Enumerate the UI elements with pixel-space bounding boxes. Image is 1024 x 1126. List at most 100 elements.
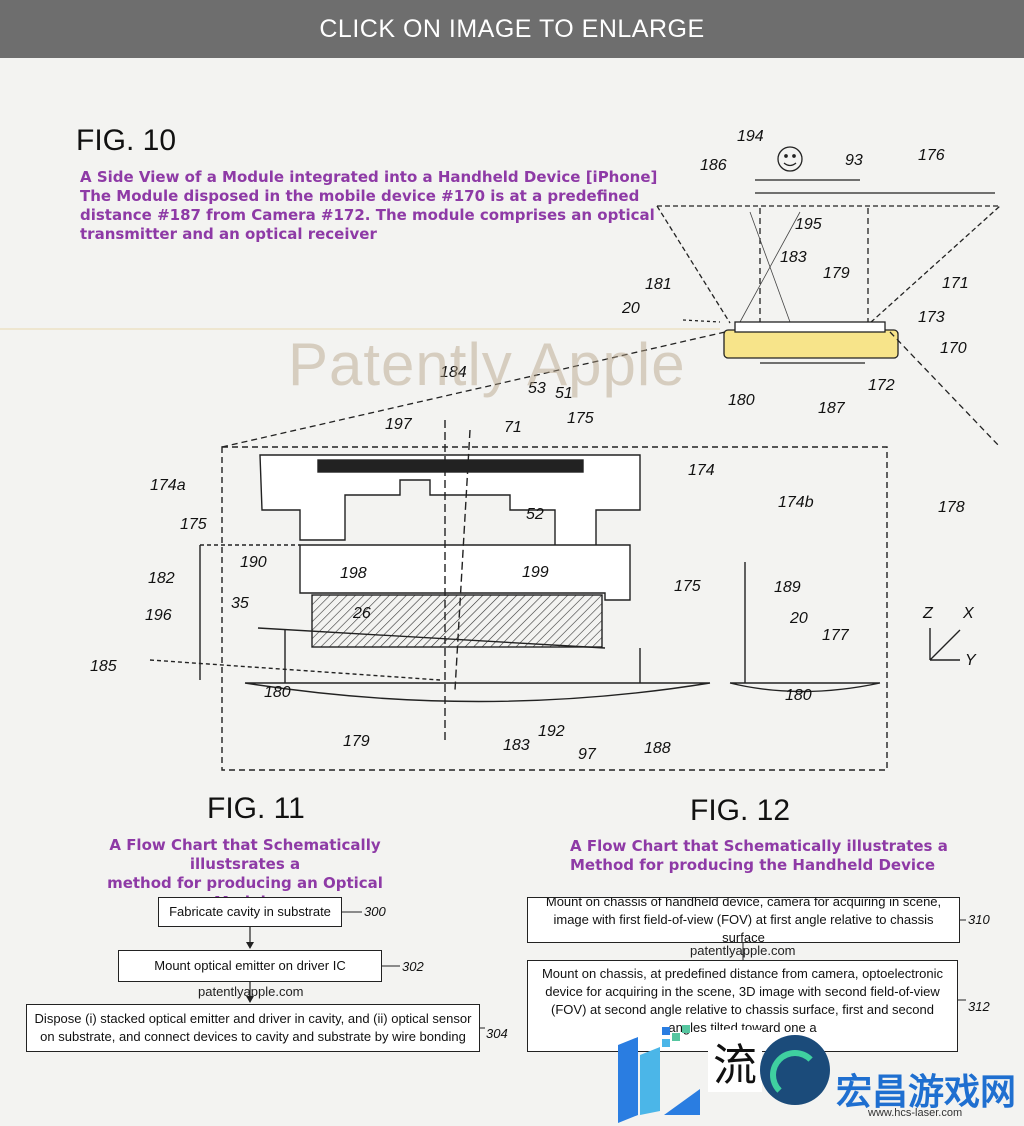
- face-icon: [784, 154, 788, 158]
- svg-text:175: 175: [567, 410, 594, 427]
- svg-text:199: 199: [522, 564, 549, 581]
- svg-text:51: 51: [555, 385, 573, 402]
- svg-text:196: 196: [145, 607, 172, 624]
- svg-text:20: 20: [789, 610, 808, 627]
- flow-ref-310: 310: [968, 912, 990, 927]
- fov-lines: [739, 211, 801, 323]
- flow-step-304: Dispose (i) stacked optical emitter and …: [26, 1004, 480, 1052]
- cover-layer: [317, 459, 584, 473]
- watermark-text: Patently Apple: [288, 331, 686, 398]
- detail-frame: [221, 446, 888, 771]
- leader-line: [682, 319, 721, 323]
- fig12-caption-line: A Flow Chart that Schematically illustra…: [570, 837, 948, 855]
- svg-text:176: 176: [918, 147, 945, 164]
- fig11-title: FIG. 11: [207, 792, 305, 825]
- flow-step-302: Mount optical emitter on driver IC: [118, 950, 382, 982]
- svg-text:170: 170: [940, 340, 967, 357]
- substrate-edge: [284, 630, 641, 683]
- svg-text:20: 20: [621, 300, 640, 317]
- fig12-caption-line: Method for producing the Handheld Device: [570, 856, 936, 874]
- logo-mark-icon: [618, 1025, 700, 1123]
- fig10-title: FIG. 10: [76, 124, 177, 157]
- svg-text:192: 192: [538, 723, 565, 740]
- fig12-title: FIG. 12: [690, 794, 791, 827]
- overlay-logo[interactable]: 流 宏昌游戏网 www.hcs-laser.com: [600, 1015, 1024, 1126]
- logo-badge-char: 流: [713, 1040, 757, 1091]
- face-icon: [792, 154, 796, 158]
- fov-lines: [656, 205, 1002, 324]
- flow-ref-304: 304: [486, 1026, 508, 1041]
- emitter-block: [311, 594, 603, 648]
- fig10-caption-line: The Module disposed in the mobile device…: [80, 187, 640, 205]
- fov-lines: [759, 208, 869, 322]
- enlarge-banner-text: CLICK ON IMAGE TO ENLARGE: [319, 14, 705, 43]
- svg-text:175: 175: [674, 578, 701, 595]
- svg-text:173: 173: [918, 309, 945, 326]
- housing: [259, 454, 641, 561]
- svg-text:182: 182: [148, 570, 175, 587]
- svg-text:175: 175: [180, 516, 207, 533]
- fig10-drawing: [221, 146, 1002, 448]
- svg-text:174a: 174a: [150, 477, 186, 494]
- svg-text:179: 179: [343, 733, 370, 750]
- dimension-line: [149, 659, 441, 681]
- svg-text:195: 195: [795, 216, 822, 233]
- site-credit: patentlyapple.com: [198, 984, 304, 999]
- flow-step-312: Mount on chassis, at predefined distance…: [527, 960, 958, 1052]
- flow-step-300: Fabricate cavity in substrate: [158, 897, 342, 927]
- svg-text:71: 71: [504, 419, 522, 436]
- flow-ref-302: 302: [402, 959, 424, 974]
- svg-text:180: 180: [728, 392, 755, 409]
- flow-step-310: Mount on chassis of handheld device, cam…: [527, 897, 960, 943]
- module-cross-section: [149, 420, 961, 771]
- svg-text:26: 26: [352, 605, 371, 622]
- svg-text:183: 183: [780, 249, 807, 266]
- zoom-lines: [221, 331, 1001, 448]
- fig11-caption-line: A Flow Chart that Schematically illustsr…: [109, 836, 381, 873]
- logo-url: www.hcs-laser.com: [868, 1107, 963, 1119]
- module-body: [299, 544, 631, 601]
- svg-text:174: 174: [688, 462, 715, 479]
- site-credit: patentlyapple.com: [690, 943, 796, 958]
- svg-text:172: 172: [868, 377, 895, 394]
- face-icon: [783, 162, 797, 167]
- substrate-line: [257, 627, 606, 649]
- svg-text:198: 198: [340, 565, 367, 582]
- axis-line: [454, 429, 471, 691]
- svg-text:181: 181: [645, 276, 672, 293]
- fig10-caption: A Side View of a Module integrated into …: [80, 168, 657, 244]
- svg-text:53: 53: [528, 380, 546, 397]
- fig12-caption: A Flow Chart that Schematically illustra…: [570, 837, 948, 875]
- svg-text:Z: Z: [922, 605, 934, 622]
- svg-text:185: 185: [90, 658, 117, 675]
- svg-text:187: 187: [818, 400, 846, 417]
- svg-text:178: 178: [938, 499, 965, 516]
- axis-arrows: [929, 628, 961, 661]
- svg-text:171: 171: [942, 275, 969, 292]
- chassis: [244, 682, 881, 703]
- face-icon: [777, 146, 803, 172]
- svg-text:197: 197: [385, 416, 413, 433]
- fig10-caption-line: A Side View of a Module integrated into …: [80, 168, 658, 186]
- svg-text:Y: Y: [965, 652, 977, 669]
- logo-text: 宏昌游戏网: [836, 1072, 1017, 1113]
- svg-text:177: 177: [822, 627, 850, 644]
- svg-text:194: 194: [737, 128, 764, 145]
- fig10-caption-line: transmitter and an optical receiver: [80, 225, 377, 243]
- svg-text:184: 184: [440, 364, 467, 381]
- svg-text:180: 180: [264, 684, 291, 701]
- svg-text:52: 52: [526, 506, 544, 523]
- enlarge-banner[interactable]: CLICK ON IMAGE TO ENLARGE: [0, 0, 1024, 58]
- svg-text:190: 190: [240, 554, 267, 571]
- svg-text:188: 188: [644, 740, 671, 757]
- svg-text:186: 186: [700, 157, 727, 174]
- svg-text:180: 180: [785, 687, 812, 704]
- logo-swirl-icon: [770, 1050, 820, 1100]
- svg-text:35: 35: [231, 595, 249, 612]
- svg-text:189: 189: [774, 579, 801, 596]
- svg-text:97: 97: [578, 746, 597, 763]
- flow-ref-312: 312: [968, 999, 990, 1014]
